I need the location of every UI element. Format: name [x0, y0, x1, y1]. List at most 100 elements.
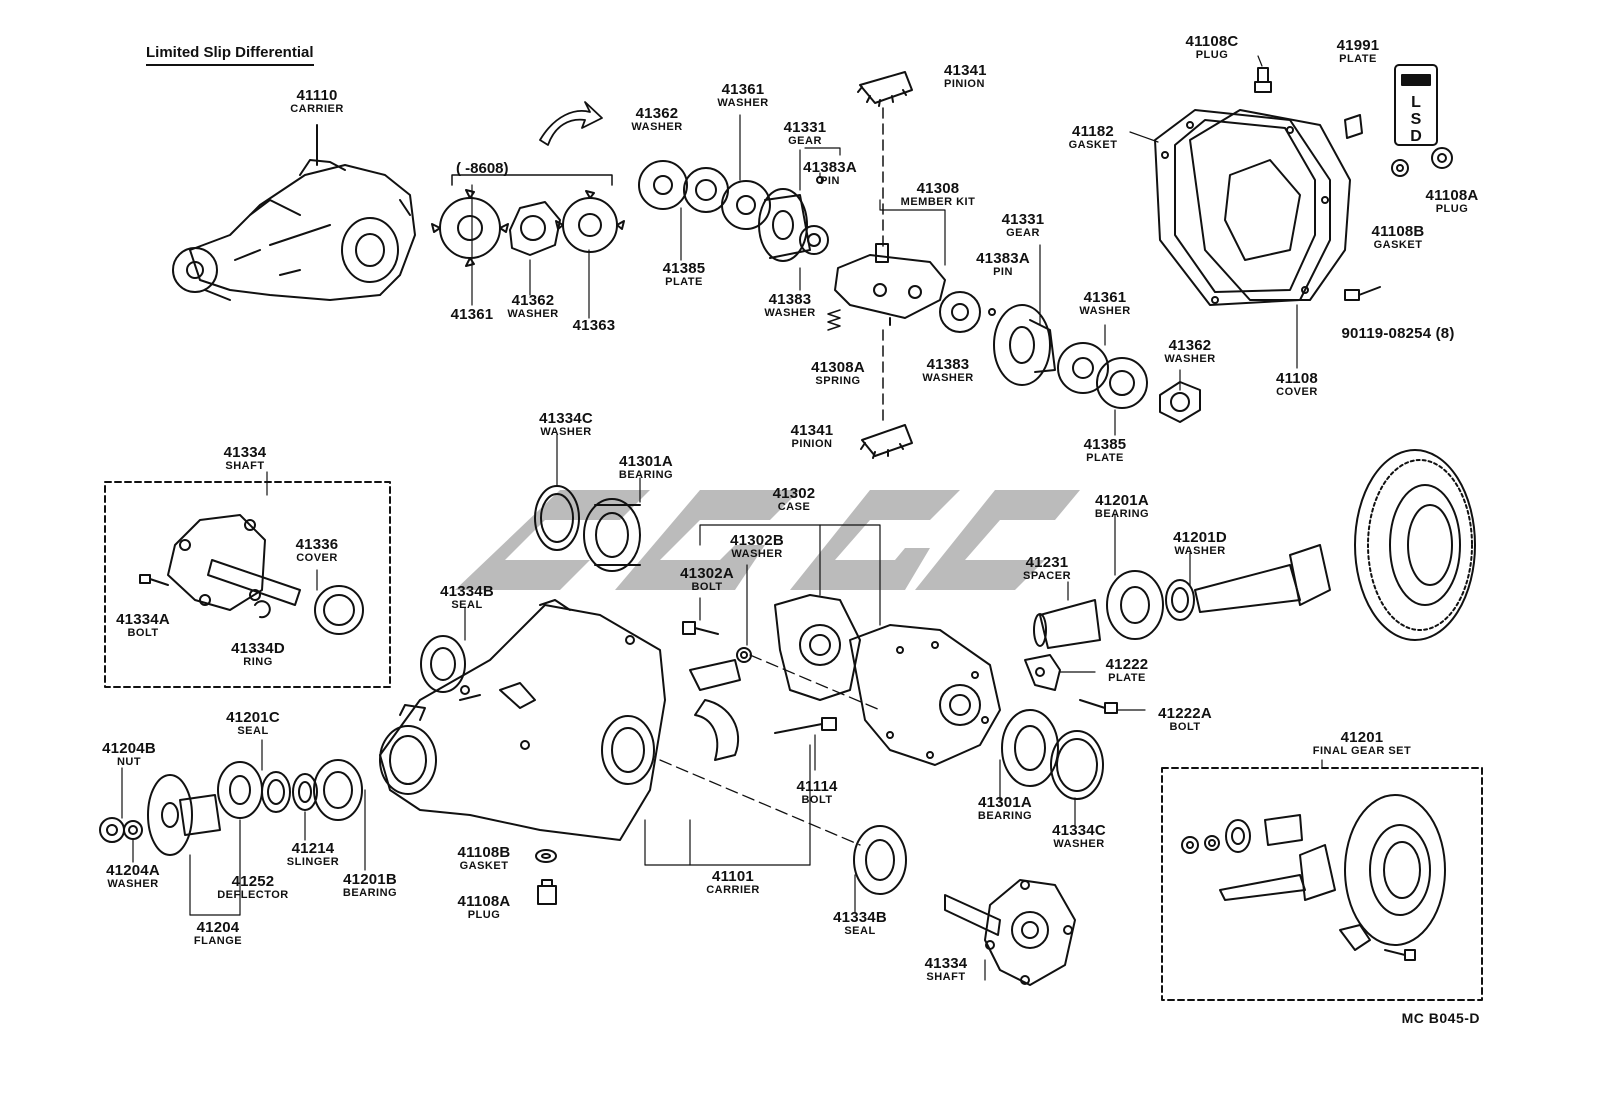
part-number: 41108A	[1425, 187, 1479, 204]
part-name: BEARING	[977, 810, 1033, 822]
part-number: 41383A	[976, 250, 1030, 267]
part-number: 41110	[296, 87, 338, 104]
part-number: 41252	[231, 873, 275, 890]
part-number: 41301A	[619, 453, 673, 470]
part-label-41361-old[interactable]: 41361	[451, 307, 494, 322]
part-name: PLATE	[665, 276, 703, 288]
part-name: FLANGE	[193, 935, 243, 947]
cover-gasket-drawing	[1129, 109, 1351, 369]
part-number: 41101	[712, 868, 754, 885]
part-number: 41361	[1083, 289, 1127, 306]
part-number: 41336	[295, 536, 339, 553]
bearing-cap-pair	[689, 659, 741, 761]
part-number: 41341	[944, 62, 987, 79]
part-number: 41334D	[231, 640, 285, 657]
gear-washer-old-41361	[431, 189, 509, 267]
part-label-90119[interactable]: 90119-08254 (8)	[1341, 326, 1454, 341]
part-number: 41108C	[1185, 33, 1239, 50]
plug-41108a-bottom	[537, 879, 557, 905]
part-number: 41201D	[1173, 529, 1227, 546]
side-gear-pack-right	[993, 244, 1201, 436]
part-name: BOLT	[1169, 721, 1201, 733]
part-number: 41301A	[978, 794, 1032, 811]
shaft-41334-bottom	[944, 879, 1076, 986]
part-name: DEFLECTOR	[217, 889, 289, 901]
part-number: 41385	[662, 260, 706, 277]
carrier-41101-drawing	[379, 599, 811, 866]
part-name: SEAL	[237, 725, 269, 737]
part-number: 41302A	[680, 565, 734, 582]
drive-pinion-shaft	[1033, 514, 1331, 649]
part-name: GASKET	[459, 860, 509, 872]
part-number: 41362	[511, 292, 555, 309]
part-number: 41302B	[730, 532, 784, 549]
part-number: 41385	[1083, 436, 1127, 453]
part-name: WASHER	[1174, 545, 1226, 557]
part-label-41363[interactable]: 41363	[573, 318, 616, 333]
part-name: BEARING	[618, 469, 674, 481]
final-gear-set-drawing	[1181, 794, 1446, 961]
bolt-41302a	[682, 597, 719, 635]
part-name: SPRING	[815, 375, 861, 387]
part-number: 41231	[1025, 554, 1069, 571]
final-gear-set-box	[1161, 767, 1483, 1001]
part-number: 41108B	[1371, 223, 1425, 240]
